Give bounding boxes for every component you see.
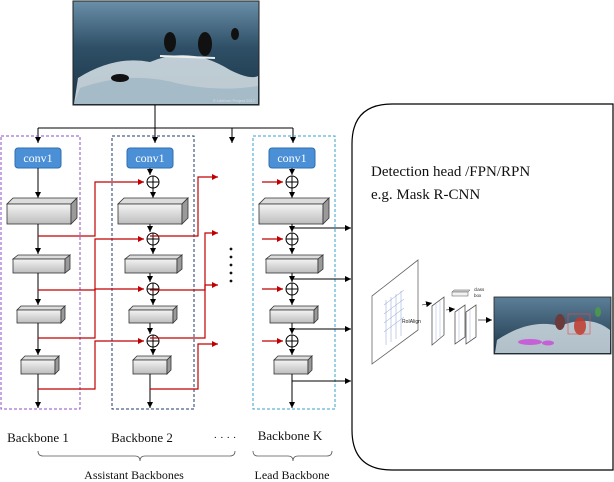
backbone-1-column: conv1 (6, 147, 78, 408)
stage-block (11, 254, 72, 274)
backbone-k-frame (252, 135, 336, 410)
svg-text:conv1: conv1 (23, 151, 52, 165)
lead-backbone-label: Lead Backbone (255, 468, 330, 482)
svg-text:conv1: conv1 (135, 151, 164, 165)
backbone-1-label: Backbone 1 (7, 430, 69, 445)
detection-head-panel: Detection head /FPN/RPN e.g. Mask R-CNN … (351, 103, 614, 471)
backbone-2-label: Backbone 2 (111, 430, 173, 445)
roialign-illustration: RoIAlign class box (371, 259, 492, 365)
composite-connections-b1-b2 (38, 179, 144, 390)
stage-block (117, 197, 189, 225)
stage-block (264, 254, 325, 274)
backbone-k-label: Backbone K (258, 428, 323, 443)
input-surf-image: © Lifeform Project 2017 (72, 0, 260, 106)
backbone-2-frame (111, 135, 195, 410)
stage-block (20, 355, 60, 375)
sum-node (285, 334, 299, 348)
class-label: class (474, 287, 485, 292)
sum-node (146, 282, 160, 296)
stage-block (123, 254, 184, 274)
composite-connections-into-k (262, 179, 283, 344)
backbone-k-column: conv1 (258, 147, 330, 408)
sum-node (146, 334, 160, 348)
roialign-label: RoIAlign (402, 319, 421, 325)
box-label: box (474, 293, 482, 298)
lead-outputs (292, 225, 351, 384)
stage-block (273, 355, 313, 375)
image-credit: © Lifeform Project 2017 (213, 98, 256, 103)
ellipsis-dots (229, 247, 233, 283)
conv1-block: conv1 (14, 147, 62, 169)
stage-block (269, 305, 319, 324)
composite-connections-b2-next (150, 174, 218, 390)
assistant-brace (37, 450, 236, 462)
conv1-block: conv1 (126, 147, 174, 169)
output-segmentation-image (493, 296, 612, 355)
backbone-ellipsis-label: · · · · (214, 432, 237, 444)
svg-text:conv1: conv1 (277, 151, 306, 165)
stage-block (6, 197, 78, 225)
stage-block (16, 305, 66, 324)
stage-block (128, 305, 178, 324)
lead-brace (252, 450, 333, 462)
assistant-backbones-label: Assistant Backbones (84, 468, 184, 482)
head-title: Detection head /FPN/RPN (371, 164, 530, 180)
conv1-block: conv1 (268, 147, 316, 169)
sum-node (285, 282, 299, 296)
stage-block (258, 197, 330, 225)
sum-node (146, 232, 160, 246)
sum-node (146, 175, 160, 189)
sum-node (285, 175, 299, 189)
backbone-1-frame (0, 135, 81, 410)
input-distribution-lines (35, 105, 296, 143)
stage-block (132, 355, 172, 375)
head-subtitle: e.g. Mask R-CNN (371, 187, 480, 203)
sum-node (285, 232, 299, 246)
backbone-2-column: conv1 (117, 147, 189, 408)
